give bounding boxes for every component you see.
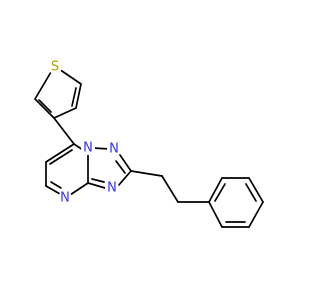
bonds xyxy=(34,68,264,228)
bond-ph-3 xyxy=(248,177,264,203)
bond-c2-ch2a xyxy=(130,170,163,177)
bond-c5-c4-double xyxy=(71,87,77,107)
bond-c5-c4 xyxy=(75,83,82,109)
molecule-structure-diagram: S N N N N xyxy=(34,60,264,228)
atom-nitrogen-3-label: N xyxy=(107,181,117,196)
bond-ph-4 xyxy=(248,201,264,228)
bond-s-c5 xyxy=(58,68,82,85)
atom-nitrogen-1: N xyxy=(107,142,121,157)
atom-nitrogen-4: N xyxy=(58,191,72,206)
bond-n4-c3a xyxy=(69,182,89,196)
atom-nitrogen-2: N xyxy=(81,141,95,156)
bond-c7-c6-double xyxy=(49,149,73,165)
bond-n3-c3a-double xyxy=(91,178,105,183)
bond-n1-c2-double xyxy=(115,160,126,174)
atom-nitrogen-1-label: N xyxy=(109,142,119,157)
bond-n1-c2 xyxy=(119,154,132,172)
bond-ph-6 xyxy=(208,201,223,228)
bond-ch2a-ch2b xyxy=(161,175,179,203)
bond-n3-c3a xyxy=(87,182,106,189)
atom-nitrogen-1-bg xyxy=(107,142,121,156)
atom-nitrogen-4-label: N xyxy=(60,191,70,206)
bond-c3-c2 xyxy=(34,98,55,119)
bond-ph-3-double xyxy=(245,183,257,202)
atom-nitrogen-4-bg xyxy=(58,191,72,205)
bond-s-c2 xyxy=(34,71,52,100)
atom-sulfur-bg xyxy=(48,60,62,74)
bond-c3-c2-double xyxy=(38,99,52,113)
bond-c7-c6 xyxy=(45,143,75,163)
bond-c2-n3 xyxy=(117,170,132,187)
atom-nitrogen-3: N xyxy=(105,181,119,196)
bond-ph-1 xyxy=(208,177,223,203)
bond-c5p-n4 xyxy=(45,185,61,195)
atom-nitrogen-3-bg xyxy=(105,181,119,195)
bond-c4-c3 xyxy=(53,107,77,119)
bond-c3-c7 xyxy=(53,117,75,145)
atom-nitrogen-2-bg xyxy=(81,141,95,155)
atom-sulfur: S xyxy=(48,60,62,75)
atom-nitrogen-2-label: N xyxy=(83,141,93,156)
bond-ph-1-double xyxy=(214,183,226,202)
atom-labels: S N N N N xyxy=(48,60,121,206)
atom-sulfur-label: S xyxy=(51,60,59,75)
bond-c5p-n4-double xyxy=(50,181,62,189)
